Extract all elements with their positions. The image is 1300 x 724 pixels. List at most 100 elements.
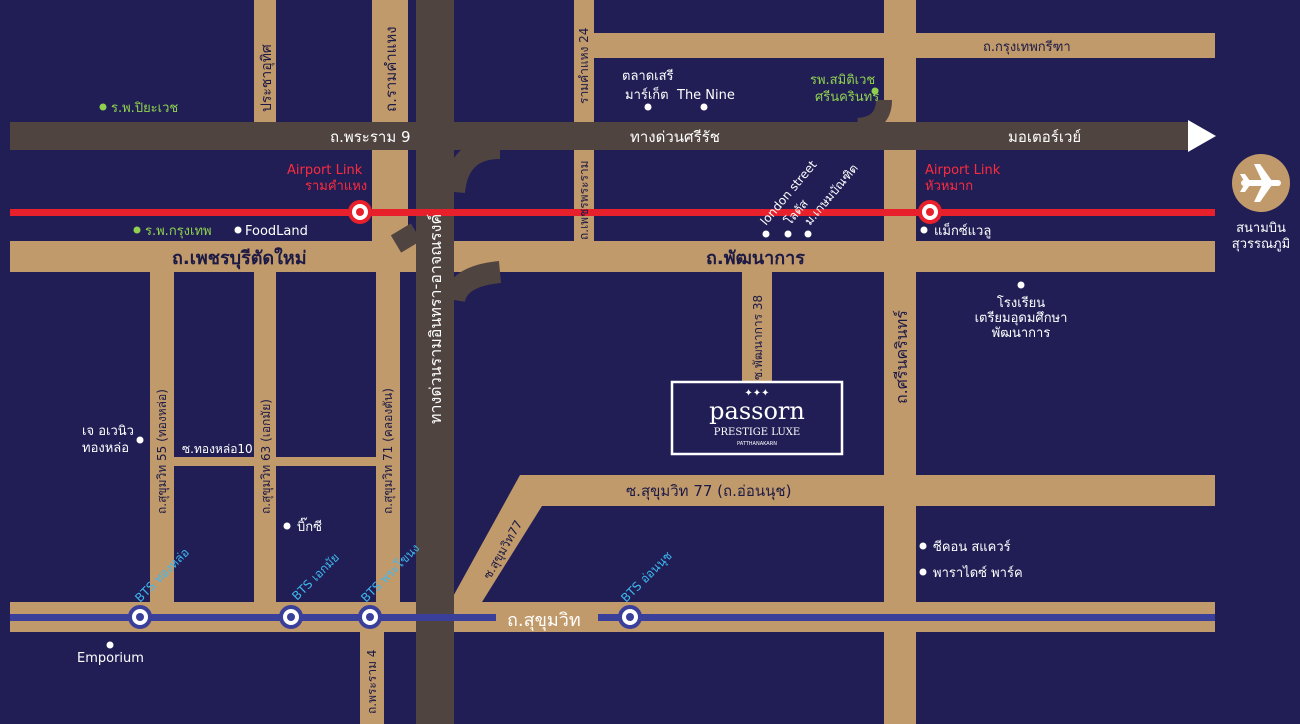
label-hospital-samitivej-2: ศรีนครินทร์: [815, 89, 879, 105]
label-hospital-bangkok: ร.พ.กรุงเทพ: [145, 224, 212, 239]
place-dot-school: [1017, 281, 1025, 289]
label-paradise-park: พาราไดซ์ พาร์ค: [933, 565, 1023, 581]
label-airport-1: สนามบิน: [1236, 221, 1286, 236]
road-phatthanakan38: [742, 272, 772, 382]
label-the-nine: The Nine: [676, 88, 735, 103]
label-talad-2: มาร์เก็ต: [625, 85, 669, 103]
label-school-1: โรงเรียน: [997, 295, 1045, 311]
road-sukhumvit77-diagonal: [450, 475, 552, 602]
bts-station-onnut: [618, 605, 642, 629]
airport-link-line: [10, 209, 1215, 216]
bts-line-left: [10, 614, 496, 621]
label-hospital-samitivej-1: รพ.สมิติเวช: [810, 73, 875, 88]
place-dot-bigc: [283, 522, 291, 530]
airport-link-station-ramkhamhaeng: [348, 200, 372, 224]
hospital-dot-piyavate: [99, 103, 107, 111]
project-stars: ✦✦✦: [744, 388, 769, 399]
label-phatthanakan: ถ.พัฒนาการ: [706, 248, 805, 269]
place-dot-emporium: [106, 641, 114, 649]
place-dot-j-avenue: [136, 436, 144, 444]
label-prachauthit: ประชาอุทิศ: [259, 44, 275, 112]
label-rama9: ถ.พระราม 9: [330, 128, 411, 146]
road-network: [10, 0, 1215, 724]
place-dot-foodland: [234, 226, 242, 234]
motorway-arrow-icon: [1188, 120, 1216, 152]
road-sukhumvit63: [254, 272, 276, 602]
label-motorway: มอเตอร์เวย์: [1008, 128, 1081, 146]
place-dot-the-nine: [700, 103, 708, 111]
label-foodland: FoodLand: [245, 224, 308, 239]
place-dot-kasem: [804, 230, 812, 238]
label-inthra-expressway: ทางด่วนรามอินทรา-อาจณรงค์: [426, 214, 445, 424]
expressway-ramp-top: [443, 137, 501, 194]
label-sukhumvit77: ซ.สุขุมวิท 77 (ถ.อ่อนนุช): [626, 482, 791, 501]
label-airport-2: สุวรรณภูมิ: [1232, 237, 1290, 252]
label-hospital-piyavate: ร.พ.ปิยะเวช: [111, 101, 178, 116]
label-emporium: Emporium: [77, 651, 144, 666]
road-petchaburi-phatthanakan: [10, 241, 1215, 272]
hospital-dot-bangkok: [133, 226, 141, 234]
label-j-avenue-2: ทองหล่อ: [82, 441, 129, 456]
road-ramkhamhaeng: [372, 0, 408, 241]
label-bigc: บิ๊กซี: [297, 517, 322, 535]
place-dot-talad: [644, 103, 652, 111]
expressway-ramp-left: [390, 223, 422, 253]
project-name: passorn: [709, 397, 805, 425]
place-dot-lotus: [784, 230, 792, 238]
airplane-icon: [1240, 164, 1281, 202]
place-dot-london-street: [762, 230, 770, 238]
bts-line-right: [598, 614, 1215, 621]
road-prachauthit: [254, 0, 276, 122]
label-krungthep-kreetha: ถ.กรุงเทพกรีฑา: [983, 39, 1071, 55]
bts-station-thonglor: [128, 605, 152, 629]
label-al-huamak-1: Airport Link: [925, 163, 1001, 178]
label-phetpraram: ถ.เพชรพระราม: [577, 160, 591, 240]
label-petchaburi: ถ.เพชรบุรีตัดใหม่: [172, 247, 307, 270]
label-school-3: พัฒนาการ: [992, 326, 1051, 341]
label-sukhumvit63: ถ.สุขุมวิท 63 (เอกมัย): [259, 399, 274, 514]
airport-badge: สนามบิน สุวรรณภูมิ: [1232, 154, 1290, 252]
label-bts-onnut: BTS อ่อนนุช: [618, 549, 675, 606]
expressway-sirat: [10, 122, 1190, 150]
label-seacon: ซีคอน สแควร์: [933, 539, 1011, 555]
expressway-network: [10, 0, 1216, 724]
road-srinakarin: [884, 0, 916, 724]
place-dot-seacon: [919, 542, 927, 550]
expressway-ramp-samitivej: [856, 99, 892, 134]
expressway-inthra: [416, 0, 454, 724]
label-talad-1: ตลาดเสรี: [622, 68, 674, 84]
airport-link-station-huamak: [918, 200, 942, 224]
road-rama4: [360, 632, 384, 724]
label-ramkhamhaeng24: รามคำแหง 24: [577, 28, 591, 104]
place-dot-maxvalu: [920, 226, 928, 234]
bts-station-phrakhanong: [358, 605, 382, 629]
label-maxvalu: แม็กซ์แวลู: [934, 221, 991, 239]
label-ramkhamhaeng: ถ.รามคำแหง: [382, 26, 400, 112]
label-al-ramkhamhaeng-1: Airport Link: [287, 163, 363, 178]
hospital-dot-samitivej: [871, 87, 879, 95]
road-sukhumvit55: [150, 272, 174, 602]
place-dot-paradise-park: [919, 568, 927, 576]
label-sukhumvit55: ถ.สุขุมวิท 55 (ทองหล่อ): [155, 389, 170, 514]
project-sub: PATTHANAKARN: [737, 441, 777, 447]
label-j-avenue-1: เจ อเวนิว: [82, 424, 134, 439]
label-phatthanakan38: ซ.พัฒนาการ 38: [751, 295, 765, 380]
project-tagline: PRESTIGE LUXE: [714, 427, 800, 438]
bts-station-ekkamai: [279, 605, 303, 629]
label-thonglor10: ซ.ทองหล่อ10: [182, 442, 253, 456]
label-sirat: ทางด่วนศรีรัช: [630, 128, 720, 146]
label-al-ramkhamhaeng-2: รามคำแหง: [305, 179, 367, 194]
label-sukhumvit71: ถ.สุขุมวิท 71 (คลองตัน): [381, 388, 396, 514]
project-logo: ✦✦✦ passorn PRESTIGE LUXE PATTHANAKARN: [670, 380, 844, 456]
label-srinakarin: ถ.ศรีนครินทร์: [892, 310, 911, 404]
label-rama4: ถ.พระราม 4: [365, 650, 379, 714]
label-bts-ekkamai: BTS เอกมัย: [289, 550, 342, 603]
road-sukhumvit71: [376, 272, 400, 602]
label-sukhumvit: ถ.สุขุมวิท: [507, 610, 581, 631]
expressway-ramp-bottom: [443, 261, 502, 303]
label-school-2: เตรียมอุดมศึกษา: [975, 310, 1068, 326]
road-ramkhamhaeng24: [574, 0, 594, 241]
label-al-huamak-2: หัวหมาก: [925, 179, 973, 194]
